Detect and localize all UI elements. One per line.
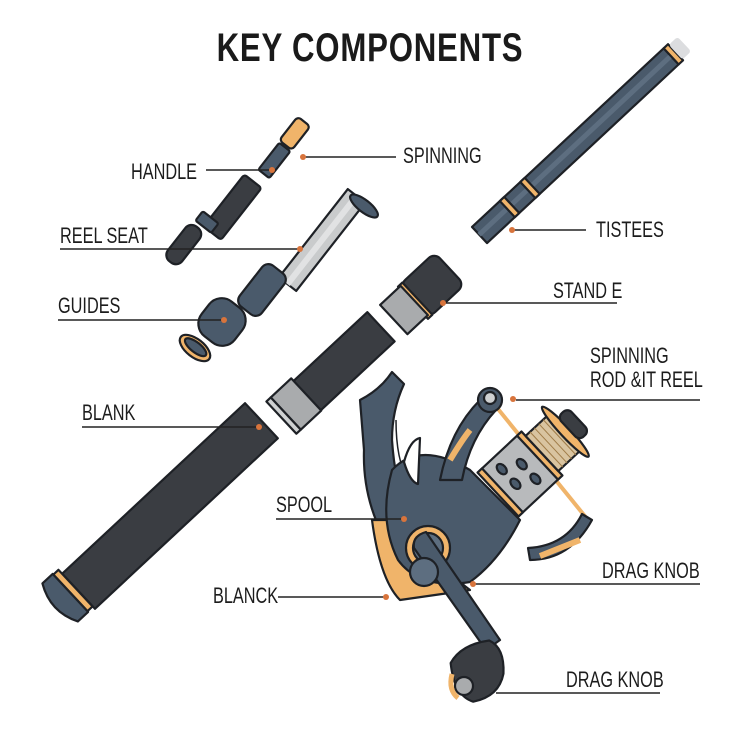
label-stande: STAND E (553, 278, 623, 303)
label-spinning-rod-reel-line1: SPINNING (590, 343, 669, 368)
spinning-reel (358, 370, 594, 703)
label-blanck: BLANCK (213, 583, 279, 608)
label-guides: GUIDES (58, 293, 121, 318)
leader-lines (58, 154, 700, 694)
label-spinning-rod-reel: SPINNING ROD &IT REEL (590, 344, 703, 392)
label-tistees: TISTEES (596, 217, 664, 242)
label-reel-seat: REEL SEAT (60, 223, 148, 248)
label-drag-knob-1: DRAG KNOB (602, 558, 700, 583)
label-blank: BLANK (82, 400, 136, 425)
label-spinning: SPINNING (403, 143, 482, 168)
main-rod (41, 37, 690, 623)
label-handle: HANDLE (131, 159, 198, 184)
page-title: KEY COMPONENTS (216, 26, 524, 70)
label-drag-knob-2: DRAG KNOB (566, 667, 664, 692)
label-spool: SPOOL (276, 492, 333, 517)
handle-part (165, 117, 310, 266)
label-spinning-rod-reel-line2: ROD &IT REEL (590, 367, 703, 392)
